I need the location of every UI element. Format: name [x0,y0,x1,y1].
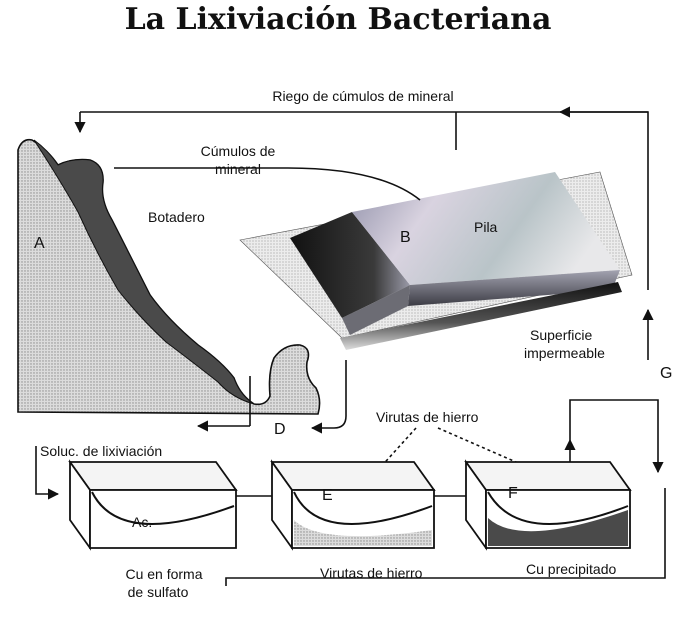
superficie-label-line1: Superficie [530,327,592,343]
letter-d: D [274,421,286,438]
letter-e: E [322,487,333,504]
pila-heap [239,171,633,350]
cu-sulfato-label-line2: de sulfato [128,584,189,600]
letter-b: B [400,229,411,246]
tray-3 [464,459,632,551]
flow-lines [35,106,666,586]
superficie-label-line2: impermeable [524,345,605,361]
cu-sulfato-label-line1: Cu en forma [125,566,202,582]
virutas-bottom-label: Virutas de hierro [320,565,423,581]
botadero-label: Botadero [148,209,205,225]
letter-a: A [34,235,45,252]
letter-f: F [508,485,518,502]
page-title: La Lixiviación Bacteriana [125,2,552,37]
riego-label: Riego de cúmulos de mineral [272,88,453,104]
virutas-top-label: Virutas de hierro [376,409,479,425]
letter-g: G [660,365,672,382]
soluc-label: Soluc. de lixiviación [40,443,162,459]
cumulos-label-line2: mineral [215,161,261,177]
tray-1 [68,459,238,551]
ac-label: Ac. [132,514,152,530]
pila-label: Pila [474,219,498,235]
tray-2 [270,459,436,551]
botadero-dump [17,138,321,415]
cumulos-label-line1: Cúmulos de [201,143,276,159]
cu-precipitado-label: Cu precipitado [526,561,616,577]
